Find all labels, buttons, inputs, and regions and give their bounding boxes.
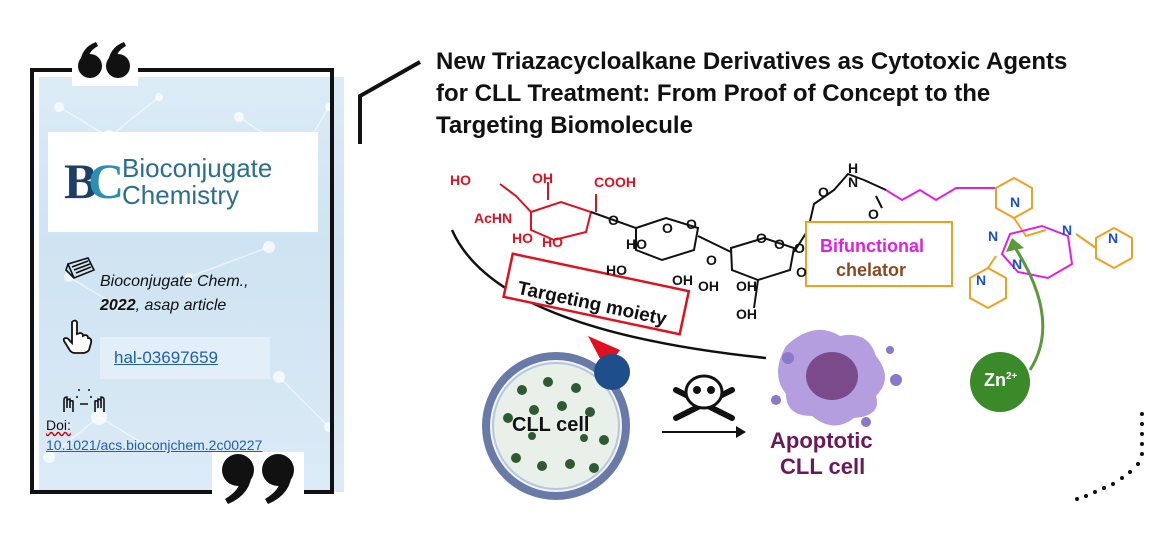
chem-label: N	[976, 272, 987, 288]
chem-label: H	[848, 160, 859, 176]
chem-label: OH	[672, 272, 693, 288]
cll-cell-label: CLL cell	[512, 414, 590, 436]
chem-label: O	[608, 212, 619, 228]
chem-label: O	[868, 206, 879, 222]
chem-label: O	[686, 216, 697, 232]
doi-link[interactable]: 10.1021/acs.bioconjchem.2c00227	[46, 437, 263, 453]
targeting-cone	[588, 336, 620, 370]
touch-gesture-icon	[63, 389, 105, 412]
chem-label: N	[1010, 194, 1021, 210]
chem-label: OH	[532, 170, 553, 186]
journal-name-line1: Bioconjugate	[122, 153, 273, 183]
chem-label: O	[662, 220, 673, 236]
sialic-acid-ring	[499, 182, 597, 242]
chem-label: HO	[606, 262, 627, 278]
title-line-2: for CLL Treatment: From Proof of Concept…	[436, 80, 991, 107]
chem-label: HO	[450, 172, 471, 188]
triaza-macrocycle	[1000, 224, 1074, 280]
chem-label: OH	[736, 278, 757, 294]
title-line-1: New Triazacycloalkane Derivatives as Cyt…	[436, 48, 1068, 75]
citation-year: 2022	[100, 297, 136, 314]
journal-logo: B C Bioconjugate Chemistry	[48, 132, 318, 232]
doi-label: Doi:	[46, 417, 71, 433]
close-quote-icon	[212, 452, 304, 508]
chem-label: O	[774, 236, 785, 252]
apoptotic-label-line2: CLL cell	[780, 454, 866, 479]
abstract-drawing	[450, 172, 1133, 500]
citation-journal: Bioconjugate Chem.,	[100, 273, 249, 290]
chelator-label-line2: chelator	[836, 260, 907, 280]
title-bracket-icon	[358, 60, 421, 144]
chem-label: OH	[736, 306, 757, 322]
chem-label: COOH	[594, 174, 636, 190]
zinc-label: Zn2+	[984, 370, 1018, 390]
zinc-ion	[970, 352, 1030, 412]
dotted-corner-decoration	[1075, 412, 1144, 501]
targeting-box	[502, 252, 691, 336]
svg-text:B: B	[64, 153, 97, 208]
chem-label: HO	[512, 230, 533, 246]
chem-label: HO	[542, 234, 563, 250]
citation-status: , asap article	[135, 297, 227, 314]
hal-link[interactable]: hal-03697659	[114, 348, 218, 367]
cell-granules	[503, 377, 609, 473]
chelator-box	[805, 221, 953, 287]
chem-label: N	[988, 228, 999, 244]
chem-label: O	[794, 240, 805, 256]
pointer-hand-icon	[62, 319, 93, 354]
chem-label: O	[706, 252, 717, 268]
journal-name-line2: Chemistry	[122, 180, 240, 210]
chem-label: HO	[626, 236, 647, 252]
chem-label: O	[796, 264, 807, 280]
newspaper-icon	[65, 257, 96, 280]
chem-label: AcHN	[474, 210, 513, 226]
targeting-arc	[450, 229, 767, 360]
zinc-arrow	[1012, 245, 1045, 371]
pyridine-rings	[969, 176, 1133, 310]
chem-label: N	[1062, 222, 1073, 238]
chem-label: O	[818, 184, 829, 200]
skull-icon	[673, 374, 735, 421]
cell-receptor	[594, 354, 630, 390]
graphical-abstract: HO OH COOH AcHN HO HO O HO O OH HO O OH …	[436, 160, 1136, 500]
citation-card-frame	[30, 68, 334, 494]
chem-label: N	[848, 174, 859, 190]
chelator-label-line1: Bifunctional	[820, 236, 924, 256]
citation-year-line: 2022, asap article	[100, 297, 226, 315]
bc-logo-icon: B C	[64, 153, 122, 208]
chem-label: N	[1012, 256, 1023, 272]
article-title: New Triazacycloalkane Derivatives as Cyt…	[436, 46, 1146, 142]
title-line-3: Targeting Biomolecule	[436, 112, 693, 139]
linker-chain	[885, 187, 996, 202]
chem-label: O	[756, 230, 767, 246]
open-quote-icon	[72, 36, 138, 86]
svg-text:C: C	[88, 153, 122, 208]
chem-label: OH	[698, 278, 719, 294]
apoptotic-label-line1: Apoptotic	[770, 428, 873, 453]
hal-highlight	[100, 337, 270, 379]
chem-label: N	[1108, 230, 1119, 246]
